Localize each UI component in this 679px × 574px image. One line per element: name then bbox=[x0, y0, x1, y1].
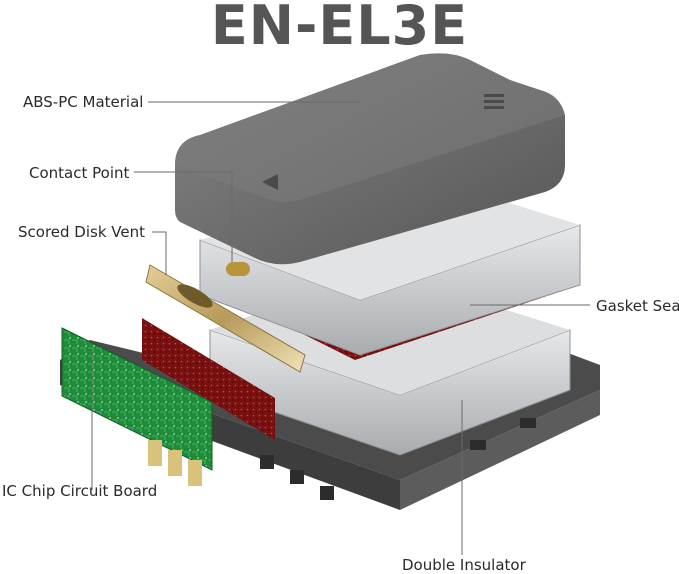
label-contact-point: Contact Point bbox=[29, 164, 129, 182]
label-abs-pc-material: ABS-PC Material bbox=[23, 93, 143, 111]
label-double-insulator: Double Insulator bbox=[402, 556, 526, 574]
label-scored-disk-vent: Scored Disk Vent bbox=[18, 223, 145, 241]
label-gasket-seal: Gasket Seal bbox=[596, 297, 679, 315]
label-ic-chip-circuit-board: IC Chip Circuit Board bbox=[2, 482, 157, 500]
